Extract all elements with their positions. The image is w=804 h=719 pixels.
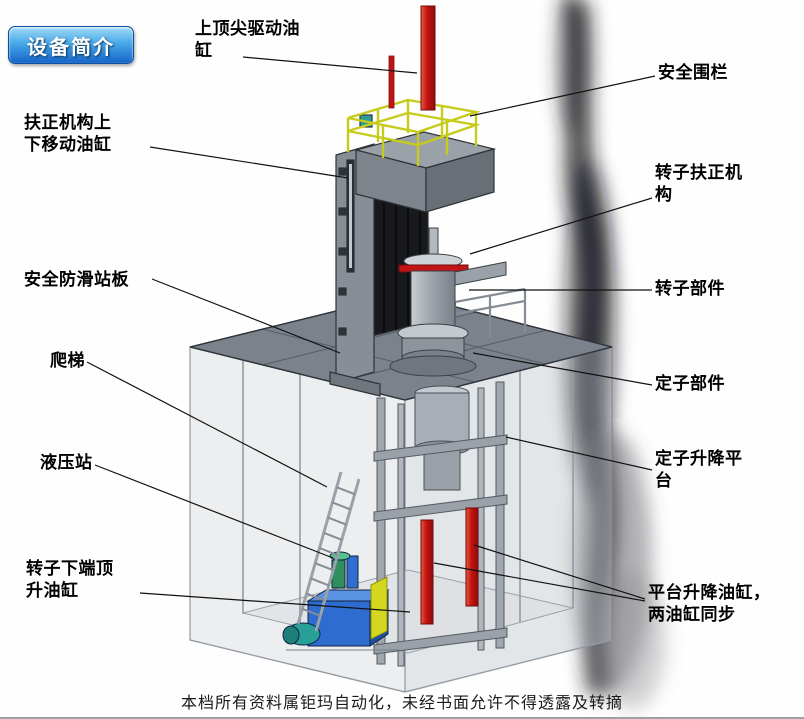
callout-hydraulic-station: 液压站 <box>40 453 93 473</box>
callout-stator-lift-platform: 定子升降平台 <box>655 449 743 492</box>
callout-rotor-centering-mechanism: 转子扶正机构 <box>655 163 743 206</box>
title-badge: 设备简介 <box>8 26 134 64</box>
callout-rotor-bottom-jack-cylinder: 转子下端顶升油缸 <box>26 559 114 602</box>
top-drive-cylinder <box>388 5 436 111</box>
pit-inner-columns <box>242 352 574 628</box>
leader-lines <box>86 56 656 613</box>
callout-ladder: 爬梯 <box>50 351 85 371</box>
callout-anti-slip-platform: 安全防滑站板 <box>24 270 129 290</box>
platform-lift-cylinders <box>420 507 479 625</box>
rotor-assembly <box>389 227 507 377</box>
callout-top-drive-cylinder: 上顶尖驱动油缸 <box>195 19 300 62</box>
lift-platform-frame <box>373 381 508 667</box>
callout-centering-move-cylinder: 扶正机构上下移动油缸 <box>24 113 112 156</box>
head-box <box>353 114 497 213</box>
safety-fence <box>346 98 481 166</box>
callout-stator-part: 定子部件 <box>655 374 725 394</box>
callout-platform-lift-cylinders: 平台升降油缸，两油缸同步 <box>648 583 771 626</box>
callout-safety-fence: 安全围栏 <box>658 63 728 83</box>
footer-watermark: 本档所有资料属钜玛自动化，未经书面允许不得透露及转摘 <box>180 693 623 712</box>
pit-bottom-edges <box>189 639 613 693</box>
callout-rotor-part: 转子部件 <box>655 279 725 299</box>
title-badge-label: 设备简介 <box>27 34 115 59</box>
